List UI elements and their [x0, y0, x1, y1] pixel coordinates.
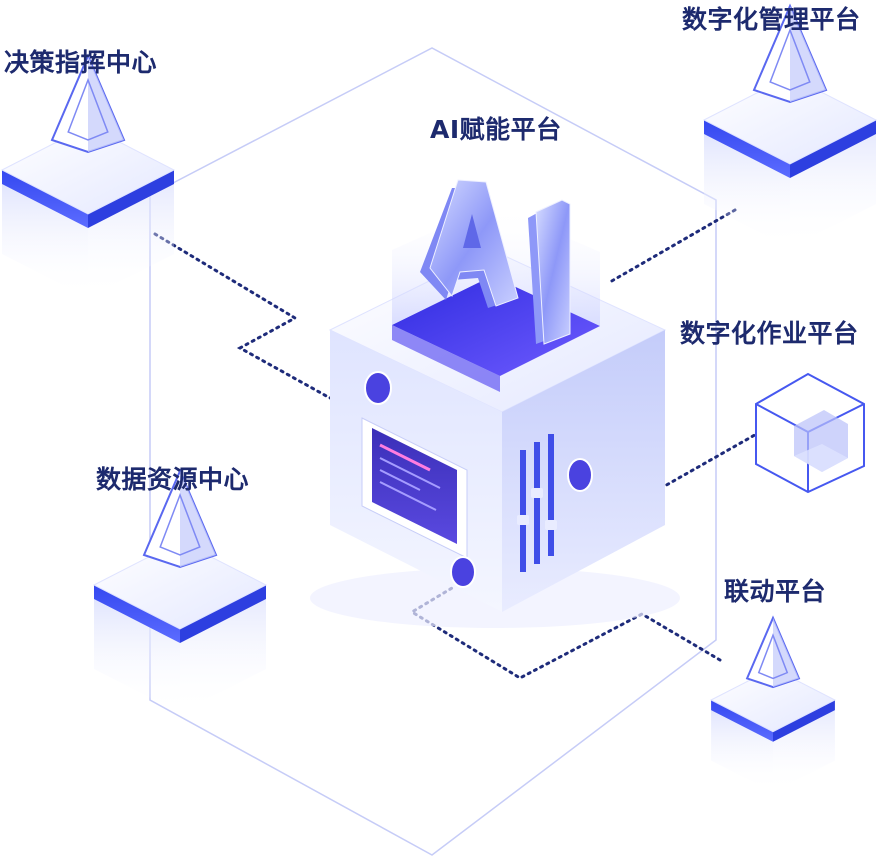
- label-decision-center: 决策指挥中心: [4, 48, 158, 77]
- server-port-right: [567, 458, 593, 492]
- server-sliders: [517, 434, 557, 572]
- cube-band-left: [711, 700, 773, 742]
- label-linkage: 联动平台: [724, 577, 827, 606]
- cube-band-right: [790, 120, 876, 178]
- cube-band-left: [704, 120, 790, 178]
- center-ai-server: [310, 179, 680, 628]
- line-mgmt-to-center: [608, 208, 737, 284]
- server-top-opening: [392, 276, 600, 376]
- network-hexagon-outline: [149, 47, 717, 856]
- node-digital-ops-wireframe-cube: [755, 372, 865, 494]
- node-data-resource-cube: [92, 468, 268, 713]
- label-data-resource: 数据资源中心: [96, 465, 250, 494]
- cube-band-right: [773, 700, 835, 742]
- cube-fade-right: [88, 170, 174, 298]
- label-digital-mgmt: 数字化管理平台: [682, 5, 861, 34]
- cube-fade-left: [711, 700, 773, 793]
- node-linkage-cube: [709, 615, 837, 793]
- cube-fade-left: [2, 170, 88, 298]
- line-decision-to-center: [153, 232, 347, 400]
- cube-band-left: [94, 585, 180, 643]
- cube-fade-left: [704, 120, 790, 248]
- label-digital-ops: 数字化作业平台: [680, 319, 859, 348]
- ai-3d-logo: [420, 179, 571, 345]
- cube-band-right: [180, 585, 266, 643]
- center-label: AI赋能平台: [430, 115, 562, 144]
- cube-band-right: [88, 170, 174, 228]
- cube-band-left: [2, 170, 88, 228]
- cube-fade-right: [180, 585, 266, 713]
- server-port-left-top: [364, 371, 392, 405]
- node-decision-cube: [0, 53, 176, 298]
- cube-fade-right: [773, 700, 835, 793]
- cube-fade-left: [94, 585, 180, 713]
- server-port-left-bottom: [450, 556, 476, 588]
- node-digital-mgmt-cube: [702, 3, 878, 248]
- server-screen: [372, 428, 457, 544]
- cube-fade-right: [790, 120, 876, 248]
